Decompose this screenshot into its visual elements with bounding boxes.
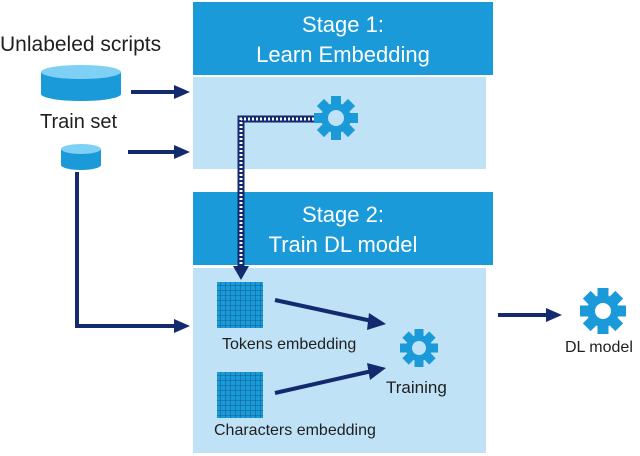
arrow-tokens-to-training: [274, 298, 386, 330]
tokens-embedding-label: Tokens embedding: [222, 336, 357, 353]
stage1-gear-icon: [314, 96, 358, 140]
unlabeled-scripts-cylinder-icon: [41, 65, 121, 101]
arrow-stage2-to-model: [498, 308, 562, 322]
stage1-title-line2: Learn Embedding: [256, 42, 430, 67]
train-set-cylinder-icon: [61, 144, 101, 170]
stage1-header: [193, 2, 493, 75]
stage2-title-line1: Stage 2:: [302, 202, 384, 227]
arrow-trainset-to-stage1: [128, 145, 190, 159]
arrow-trainset-to-stage2: [75, 172, 190, 333]
dl-model-gear-icon: [580, 288, 626, 334]
arrow-unlabeled-to-stage1: [131, 85, 190, 99]
training-label: Training: [386, 378, 447, 397]
tokens-embedding-matrix-icon: [217, 282, 263, 328]
arrow-chars-to-training: [274, 363, 386, 395]
arrow-embedding-to-tokens: [233, 115, 314, 280]
characters-embedding-label: Characters embedding: [214, 422, 376, 439]
stage1-title-line1: Stage 1:: [302, 12, 384, 37]
stage2-title-line2: Train DL model: [268, 232, 418, 257]
dl-model-label: DL model: [565, 339, 633, 356]
unlabeled-scripts-label: Unlabeled scripts: [0, 33, 162, 56]
train-set-label: Train set: [40, 111, 118, 133]
characters-embedding-matrix-icon: [217, 372, 263, 418]
training-gear-icon: [400, 329, 438, 367]
